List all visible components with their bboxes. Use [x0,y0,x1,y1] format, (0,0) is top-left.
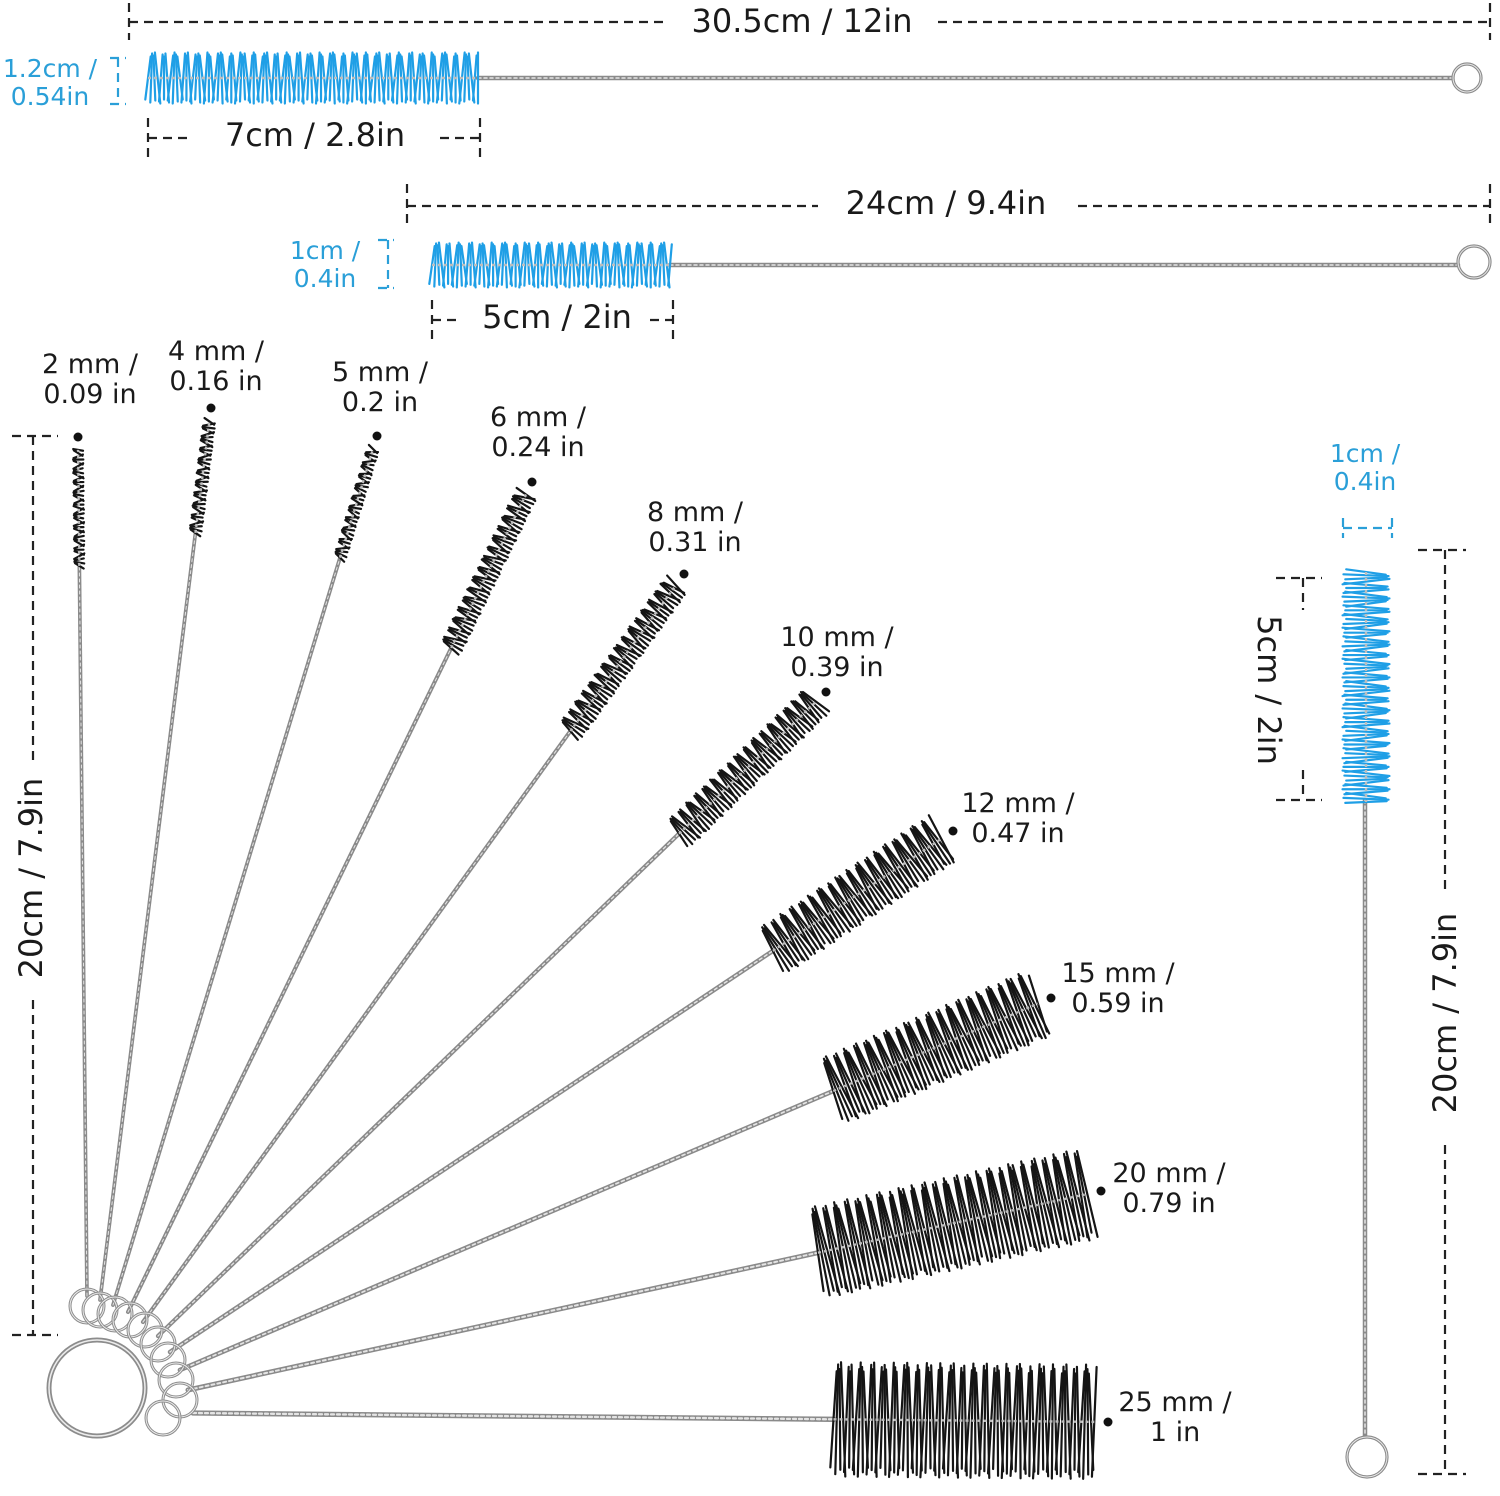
bristle [343,529,354,531]
bristle [1344,695,1387,699]
bristle [1065,1371,1066,1472]
fan-brush-8-head [824,974,1049,1121]
bristle [824,1059,849,1121]
bristle [361,56,365,101]
bristle [975,1368,976,1473]
fan-brush-label-15mm: 15 mm /0.59 in [1053,959,1183,1019]
fan-brush-label-5mm: 5 mm /0.2 in [320,358,440,418]
bristle [1042,1373,1043,1469]
fan-brush-label-8mm: 8 mm /0.31 in [635,498,755,558]
bristle [885,1365,886,1475]
fan-brush-9-head [812,1151,1097,1295]
fan-brush-10-head [830,1362,1096,1479]
long-brush-2-head [429,243,672,288]
fan-brush-label-10mm: 10 mm /0.39 in [772,623,902,683]
bristle [451,57,455,100]
bristle [862,1367,863,1472]
bristle [939,1363,940,1477]
bristle [200,449,212,450]
fan-brush-5-tip [680,570,689,579]
fan-brush-5-head [562,576,684,740]
key-ring-large-shine [49,1340,145,1436]
fan-brush-3-head [336,445,378,562]
long-brush-1-head-label: 7cm / 2.8in [195,118,435,154]
fan-brush-1-tip [74,433,83,442]
fan-brush-2-head [190,418,215,536]
fan-brush-6-tip [822,688,831,697]
fan-brush-1-head [73,449,84,568]
fan-brush-label-4mm: 4 mm /0.16 in [156,337,276,397]
fan-brush-label-6mm: 6 mm /0.24 in [478,403,598,463]
fan-brush-4-tip [528,478,537,487]
head-core [451,494,526,648]
fan-brush-6-wire-twist [158,834,679,1336]
fan-brush-label-12mm: 12 mm /0.47 in [953,789,1083,849]
fan-set-length-label: 20cm / 7.9in [12,768,52,988]
bristle [952,1370,953,1471]
vertical-brush-head [1343,569,1390,803]
vertical-brush-head-label: 5cm / 2in [1248,605,1288,775]
fan-brush-4-head [443,488,535,655]
long-brush-1-diameter-label: 1.2cm / 0.54in [0,55,100,111]
key-rings [49,1289,197,1436]
vertical-brush-length-label: 20cm / 7.9in [1426,903,1466,1123]
fan-brush-7-head [762,815,953,971]
long-brush-2-diameter-label: 1cm / 0.4in [280,237,370,293]
fan-brush-label-25mm: 25 mm /1 in [1110,1388,1240,1448]
long-brush-1-loop-shine [1453,64,1481,92]
fan-brush-label-2mm: 2 mm /0.09 in [30,350,150,410]
bristle [1029,1366,1030,1476]
bristle [849,1371,850,1467]
bristle [202,427,214,429]
long-brush-2-head-label: 5cm / 2in [462,300,652,336]
long-brush-1-length-label: 30.5cm / 12in [672,4,932,40]
fan-brush-3-tip [373,432,382,441]
long-brush-2-length-label: 24cm / 9.4in [826,186,1066,222]
vertical-brush-diameter-label: 1cm / 0.4in [1320,440,1410,496]
fan-brush-6-head [670,692,829,846]
head-core [570,585,675,731]
long-brush-2-loop-shine [1458,246,1490,278]
bristle [192,516,202,517]
head-core [773,839,941,951]
fan-brush-7-wire-twist [170,951,773,1352]
vertical-brush-loop-shine [1347,1437,1387,1477]
fan-brush-label-20mm: 20 mm /0.79 in [1104,1159,1234,1219]
fan-brush-2-tip [207,404,216,413]
long-brush-1-head [145,53,478,104]
